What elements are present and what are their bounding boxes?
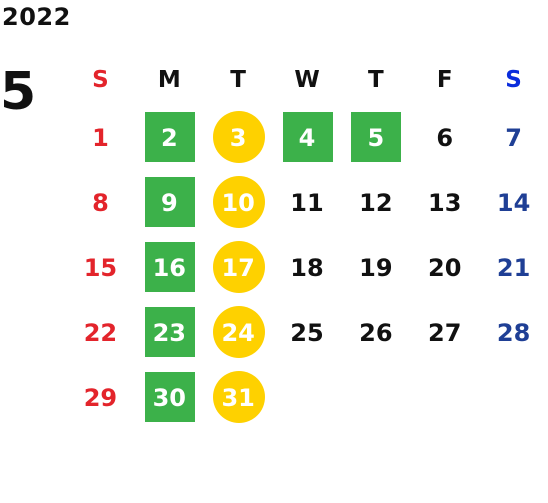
day-cell: 4 (273, 105, 342, 170)
day-number: 1 (92, 123, 109, 152)
day-cell: 18 (273, 235, 342, 300)
week-row: 8 9 10 11 12 13 14 (66, 170, 548, 235)
empty-day-cell (410, 365, 479, 430)
day-number: 6 (436, 123, 454, 152)
day-number: 29 (83, 383, 118, 412)
weekday-monday: M (157, 67, 181, 93)
day-cell: 19 (341, 235, 410, 300)
month-number: 5 (0, 62, 37, 122)
weekday-friday: F (436, 67, 453, 93)
day-cell: 24 (204, 300, 273, 365)
empty-day-cell (479, 365, 548, 430)
day-number: 15 (83, 253, 118, 282)
day-cell: 20 (410, 235, 479, 300)
day-cell: 22 (66, 300, 135, 365)
day-number: 8 (92, 188, 109, 217)
week-row: 22 23 24 25 26 27 28 (66, 300, 548, 365)
day-number: 7 (505, 123, 522, 152)
day-cell: 26 (341, 300, 410, 365)
day-number: 25 (290, 318, 324, 347)
day-cell: 11 (273, 170, 342, 235)
day-cell: 8 (66, 170, 135, 235)
day-cell: 25 (273, 300, 342, 365)
day-number: 10 (221, 188, 255, 217)
day-number: 4 (298, 123, 316, 152)
day-cell: 17 (204, 235, 273, 300)
day-number: 2 (160, 123, 178, 152)
day-number: 9 (160, 188, 178, 217)
day-number: 13 (428, 188, 462, 217)
week-row: 29 30 31 (66, 365, 548, 430)
day-number: 23 (152, 318, 186, 347)
day-cell: 21 (479, 235, 548, 300)
day-cell: 1 (66, 105, 135, 170)
weekday-sunday: S (92, 67, 109, 93)
day-number: 3 (229, 123, 247, 152)
day-number: 26 (359, 318, 393, 347)
day-number: 22 (83, 318, 118, 347)
day-cell: 27 (410, 300, 479, 365)
day-number: 5 (367, 123, 385, 152)
day-cell: 31 (204, 365, 273, 430)
day-cell: 28 (479, 300, 548, 365)
day-cell: 10 (204, 170, 273, 235)
day-number: 20 (428, 253, 462, 282)
day-cell: 9 (135, 170, 204, 235)
day-number: 14 (496, 188, 531, 217)
day-number: 12 (359, 188, 393, 217)
day-cell: 2 (135, 105, 204, 170)
day-number: 11 (290, 188, 324, 217)
day-cell: 6 (410, 105, 479, 170)
weekday-wednesday: W (294, 67, 320, 93)
weekday-saturday: S (505, 67, 522, 93)
day-cell: 14 (479, 170, 548, 235)
weekday-thursday: T (368, 67, 384, 93)
day-cell: 15 (66, 235, 135, 300)
day-number: 24 (221, 318, 255, 347)
day-number: 17 (221, 253, 255, 282)
weekday-tuesday: T (230, 67, 246, 93)
day-number: 21 (496, 253, 531, 282)
day-cell: 23 (135, 300, 204, 365)
empty-day-cell (341, 365, 410, 430)
day-number: 28 (496, 318, 531, 347)
day-cell: 3 (204, 105, 273, 170)
week-row: 15 16 17 18 19 20 21 (66, 235, 548, 300)
day-number: 30 (152, 383, 186, 412)
day-number: 19 (359, 253, 393, 282)
day-number: 31 (221, 383, 255, 412)
day-cell: 13 (410, 170, 479, 235)
day-number: 27 (428, 318, 462, 347)
day-cell: 7 (479, 105, 548, 170)
weekday-header-row: S M T W T F S (66, 55, 548, 105)
day-cell: 5 (341, 105, 410, 170)
day-cell: 29 (66, 365, 135, 430)
week-row: 1 2 3 4 5 6 7 (66, 105, 548, 170)
empty-day-cell (273, 365, 342, 430)
day-cell: 16 (135, 235, 204, 300)
day-cell: 30 (135, 365, 204, 430)
day-number: 18 (290, 253, 324, 282)
day-number: 16 (152, 253, 186, 282)
day-cell: 12 (341, 170, 410, 235)
year-label: 2022 (2, 3, 71, 31)
